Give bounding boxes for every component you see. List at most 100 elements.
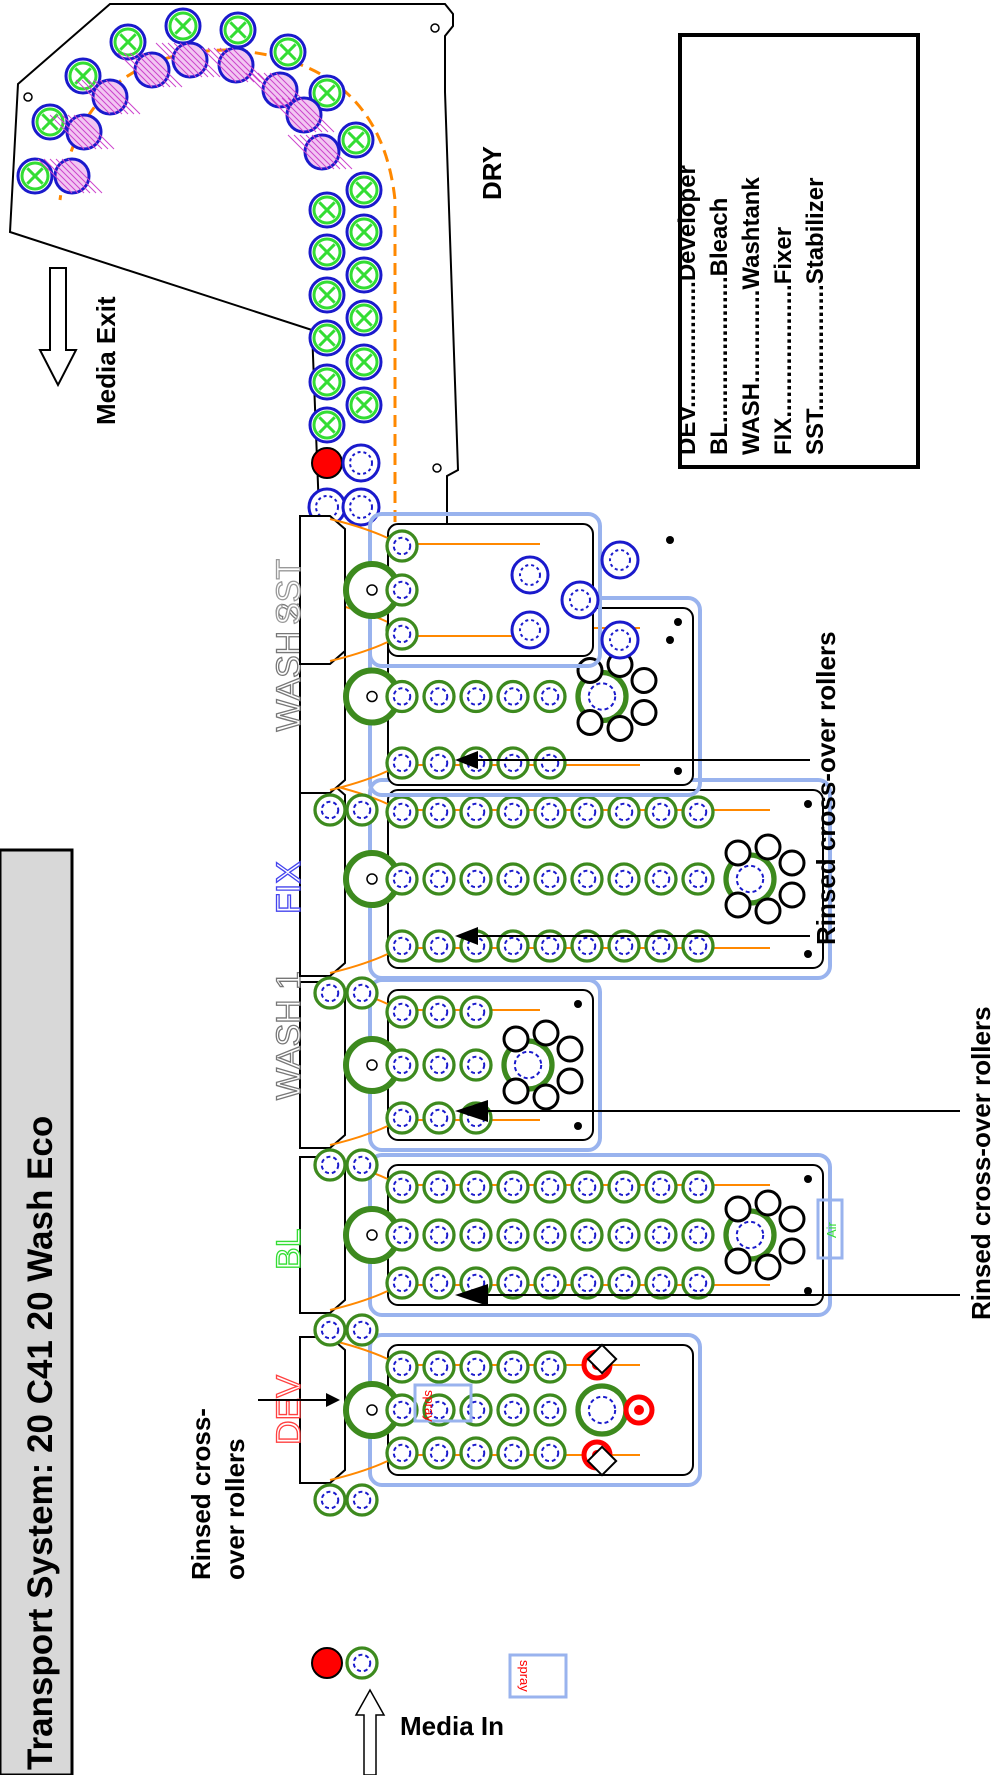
transport-roller [313,1313,347,1347]
transport-roller [422,1350,456,1384]
transport-roller [385,1218,419,1252]
squeegee-roller [532,1083,560,1111]
transport-roller [385,1350,419,1384]
tank-screw [804,950,812,958]
crossover-arrow-left [258,1393,340,1407]
tank-fix: FIX [269,778,832,1010]
transport-roller [681,795,715,829]
tank-screw [666,536,674,544]
transport-roller [496,746,530,780]
squeegee-roller [502,1025,530,1053]
tank-label-sst: SST [270,559,308,625]
squeegee-roller [556,1035,584,1063]
squeegee-roller [754,897,782,925]
dryer-roller [308,191,346,229]
transport-roller [385,795,419,829]
transport-roller [459,1170,493,1204]
transport-roller [533,1350,567,1384]
transport-roller [422,1101,456,1135]
transport-roller [459,862,493,896]
dev-red-roller [623,1394,655,1426]
transport-roller [533,679,567,714]
legend-row-fix: FIX....................Fixer [770,227,797,455]
transport-roller [345,1646,379,1680]
transport-roller [496,1170,530,1204]
transport-roller [570,1218,604,1252]
dryer-roller [308,363,346,401]
tank-screw [574,1122,582,1130]
sst-roller [600,620,640,660]
spray-indicator: spray [413,1383,473,1423]
transport-roller [385,1266,419,1300]
squeegee-roller [724,1195,752,1223]
transport-roller [681,862,715,896]
dryer-roller [308,319,346,357]
transport-roller [570,862,604,896]
transport-roller [496,1266,530,1300]
dryer-roller [269,33,307,71]
transport-roller [681,929,715,963]
air-indicator: Air [816,1198,844,1260]
squeegee-roller [754,1253,782,1281]
squeegee-roller [778,1205,806,1233]
transport-roller [533,1170,567,1204]
red-drive-roller [311,1647,343,1679]
squeegee-roller [502,1077,530,1105]
dryer-heater-roller [201,46,267,84]
dryer-roller [337,121,375,159]
rinsed-crossover-label-line2: over rollers [220,1438,250,1580]
transport-roller [345,1148,379,1182]
dryer-heater-roller [155,41,221,79]
transport-roller [533,1436,567,1470]
squeegee-roller [606,715,634,742]
dryer-heater-roller [117,51,183,89]
legend-row-dev: DEV...................Developer [674,165,701,455]
transport-roller [345,1313,379,1347]
transport-roller [459,679,493,714]
squeegee-roller [724,1247,752,1275]
tank-label-wash1: WASH 1 [270,971,308,1100]
transport-roller [422,1048,456,1082]
squeegee-roller [778,1237,806,1265]
tank-screw [666,636,674,644]
transport-roller [607,929,641,963]
dryer-roller [164,7,202,45]
transport-roller [345,976,379,1010]
rinsed-crossover-label-upper: Rinsed cross-over rollers [811,631,841,945]
tank-screw [574,1000,582,1008]
squeegee-roller [754,1189,782,1217]
sst-roller [510,610,550,650]
dryer-roller [308,233,346,271]
transport-roller [533,746,567,780]
tank-screw [804,1175,812,1183]
transport-roller [533,795,567,829]
transport-roller [570,1266,604,1300]
transport-roller [644,1266,678,1300]
transport-roller [533,1393,567,1427]
dryer-roller [345,256,383,294]
tank-screw [804,1287,812,1295]
transport-roller [644,1218,678,1252]
tank-label-dev: DEV [270,1375,308,1445]
transport-roller [459,1393,493,1427]
tank-screw [674,618,682,626]
transport-roller [607,1266,641,1300]
transport-roller [422,1393,456,1427]
title-box: Transport System: 20 C41 20 Wash Eco [0,848,74,1775]
transport-roller [533,1266,567,1300]
transport-roller [385,529,419,563]
dryer-entry-roller [341,487,381,527]
transport-roller [422,929,456,963]
transport-roller [496,1218,530,1252]
transport-roller [607,1218,641,1252]
legend-row-sst: SST...................Stabilizer [802,178,829,455]
crossover-arrows-right [455,751,960,1306]
transport-roller [496,929,530,963]
tank-crossover-housing [299,515,346,665]
transport-roller [496,1350,530,1384]
dryer-roller [31,103,69,141]
